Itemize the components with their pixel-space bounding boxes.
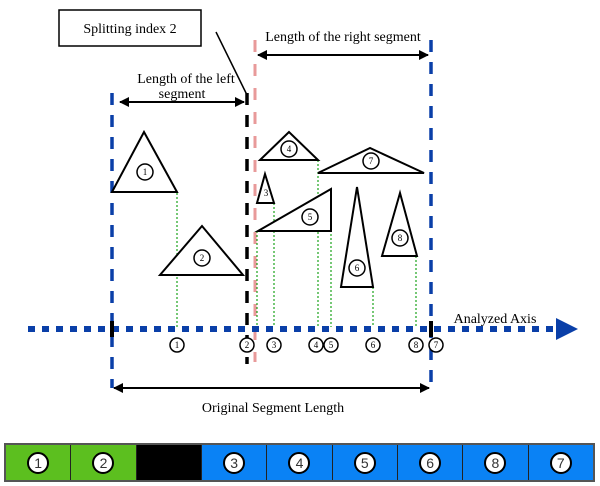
bar-cell-label: 2 xyxy=(92,451,115,474)
triangle-1: 1 xyxy=(110,129,179,193)
svg-text:8: 8 xyxy=(398,233,403,243)
bar-cell-label: 6 xyxy=(419,451,442,474)
triangle-6: 6 xyxy=(339,186,375,288)
right-boundary-tick xyxy=(429,321,433,337)
callout-leader-line xyxy=(215,31,248,96)
splitting-index-box xyxy=(58,9,202,47)
svg-text:4: 4 xyxy=(314,340,319,350)
bar-cell-label: 3 xyxy=(223,451,246,474)
svg-text:7: 7 xyxy=(434,340,439,350)
bar-cell-5: 5 xyxy=(332,445,398,480)
triangle-5: 5 xyxy=(254,187,332,232)
bar-cell-8: 8 xyxy=(463,445,529,480)
triangle-2: 2 xyxy=(157,224,246,276)
bar-cell-1: 1 xyxy=(6,445,72,480)
svg-text:2: 2 xyxy=(200,253,205,263)
splitting-index-label: Splitting index 2 xyxy=(83,22,176,37)
axis-marker-3: 3 xyxy=(266,337,282,353)
axis-markers: 1 2 3 4 5 6 8 7 xyxy=(169,337,444,353)
axis-marker-6: 6 xyxy=(365,337,381,353)
splitting-index-callout: Splitting index 2 xyxy=(58,9,248,96)
triangle-4: 4 xyxy=(257,130,321,161)
axis-arrowhead-icon xyxy=(556,318,578,340)
triangles: 1 2 3 4 5 6 7 xyxy=(110,129,425,288)
svg-text:4: 4 xyxy=(287,144,292,154)
sorted-order-bar: 1 2 3 4 5 6 8 7 xyxy=(4,443,595,482)
axis-marker-7: 7 xyxy=(428,337,444,353)
bar-cell-label: 5 xyxy=(353,451,376,474)
triangle-8: 8 xyxy=(380,189,419,257)
splitting-diagram: Splitting index 2 Length of the left seg… xyxy=(28,9,578,416)
svg-text:5: 5 xyxy=(308,212,313,222)
svg-text:6: 6 xyxy=(355,263,360,273)
svg-text:2: 2 xyxy=(245,340,250,350)
right-segment-label: Length of the right segment xyxy=(265,30,421,45)
bar-cell-7: 7 xyxy=(528,445,593,480)
bar-cell-label: 4 xyxy=(288,451,311,474)
bar-cell-6: 6 xyxy=(397,445,464,480)
svg-text:7: 7 xyxy=(369,156,374,166)
svg-text:6: 6 xyxy=(371,340,376,350)
svg-text:1: 1 xyxy=(175,340,180,350)
bar-cell-label: 8 xyxy=(484,451,507,474)
svg-text:8: 8 xyxy=(414,340,419,350)
bar-cell-2: 2 xyxy=(71,445,137,480)
svg-text:3: 3 xyxy=(272,340,277,350)
svg-text:1: 1 xyxy=(143,167,148,177)
bar-cell-gap xyxy=(136,445,202,480)
left-segment-label-line1: Length of the left xyxy=(137,72,235,87)
bar-cell-label: 1 xyxy=(27,451,50,474)
svg-text:3: 3 xyxy=(264,188,269,198)
axis-marker-8: 8 xyxy=(408,337,424,353)
bar-cell-4: 4 xyxy=(267,445,333,480)
bar-cell-3: 3 xyxy=(201,445,268,480)
axis-marker-1: 1 xyxy=(169,337,185,353)
axis-marker-5: 5 xyxy=(323,337,339,353)
triangle-7: 7 xyxy=(317,146,425,174)
left-boundary-tick xyxy=(110,321,114,337)
triangle-3: 3 xyxy=(255,170,276,204)
left-segment-label-line2: segment xyxy=(159,87,206,102)
axis-marker-2: 2 xyxy=(239,337,255,353)
bar-cell-label: 7 xyxy=(549,451,572,474)
original-segment-label: Original Segment Length xyxy=(202,401,344,416)
axis-marker-4: 4 xyxy=(308,337,324,353)
svg-text:5: 5 xyxy=(329,340,334,350)
analyzed-axis-label: Analyzed Axis xyxy=(454,312,537,327)
